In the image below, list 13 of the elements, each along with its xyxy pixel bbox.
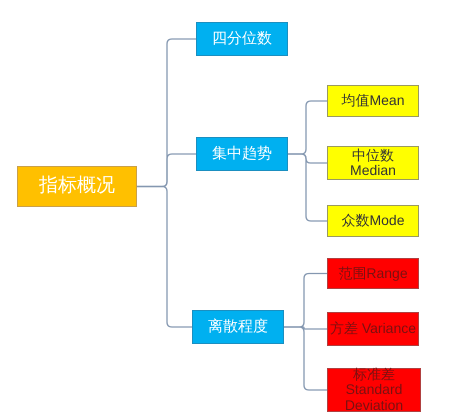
topic-box: 指标概况 <box>17 166 137 207</box>
category-box: 集中趋势 <box>196 137 288 171</box>
metric-box: 范围Range <box>327 258 419 289</box>
metric-box: 众数Mode <box>327 205 419 237</box>
metric-box: 方差 Variance <box>327 312 419 346</box>
metric-box: 均值Mean <box>327 85 419 117</box>
metric-box: 标准差Standard Deviation <box>327 368 421 412</box>
connector <box>137 186 192 328</box>
metric-box: 中位数 Median <box>327 146 419 180</box>
connector <box>284 326 327 391</box>
category-box: 四分位数 <box>196 22 288 56</box>
connector <box>288 153 327 222</box>
category-box: 离散程度 <box>192 310 284 344</box>
